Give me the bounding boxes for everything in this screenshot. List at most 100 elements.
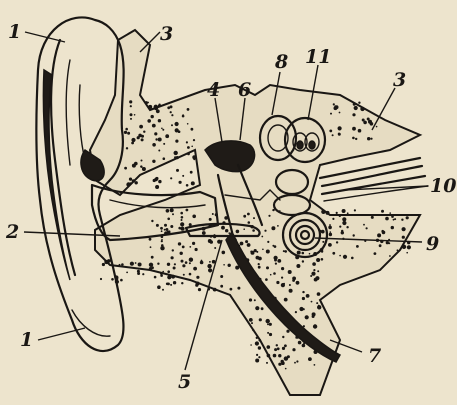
stipple-dot [356, 245, 359, 248]
stipple-dot [317, 292, 321, 296]
stipple-dot [134, 114, 136, 116]
stipple-dot [397, 249, 399, 251]
stipple-dot [189, 258, 193, 262]
temporal-bone [90, 30, 420, 395]
stipple-dot [249, 298, 252, 301]
stipple-dot [289, 284, 291, 286]
stipple-dot [351, 257, 354, 260]
stipple-dot [258, 263, 260, 265]
stipple-dot [278, 354, 281, 357]
stipple-dot [366, 227, 368, 229]
stipple-dot [338, 133, 341, 136]
label-earlobe: 1 [20, 329, 33, 351]
stipple-dot [164, 229, 166, 231]
stipple-dot [142, 167, 146, 171]
stipple-dot [158, 105, 161, 108]
stipple-dot [196, 276, 199, 279]
stipple-dot [126, 147, 128, 149]
stipple-dot [347, 212, 349, 214]
stipple-dot [311, 301, 313, 303]
stipple-dot [198, 288, 201, 291]
stipple-dot [322, 241, 324, 243]
stipple-dot [316, 302, 318, 304]
stipple-dot [160, 274, 163, 277]
stipple-dot [189, 273, 192, 276]
stipple-dot [362, 119, 365, 122]
stipple-dot [170, 177, 172, 179]
stipple-dot [358, 129, 362, 133]
stipple-dot [292, 348, 295, 351]
stipple-dot [152, 143, 156, 147]
stipple-dot [266, 319, 270, 323]
stipple-dot [163, 143, 165, 145]
stipple-dot [236, 230, 240, 234]
stipple-dot [391, 226, 394, 229]
stipple-dot [299, 307, 303, 311]
stipple-dot [342, 209, 346, 213]
label-cochlea: 9 [426, 233, 439, 255]
stipple-dot [292, 277, 296, 281]
stipple-dot [329, 130, 332, 133]
stipple-dot [209, 261, 211, 263]
stipple-dot [282, 336, 284, 338]
stipple-dot [281, 277, 283, 279]
stipple-dot [245, 240, 248, 243]
stipple-dot [174, 263, 176, 265]
label-ear-canal: 2 [5, 221, 19, 243]
stipple-dot [158, 138, 162, 142]
stipple-dot [254, 299, 256, 301]
stipple-dot [318, 305, 320, 307]
stipple-dot [111, 278, 114, 281]
stipple-dot [339, 112, 341, 114]
stipple-dot [195, 248, 198, 251]
stipple-dot [354, 106, 358, 110]
stipple-dot [258, 346, 261, 349]
stipple-dot [228, 264, 231, 267]
stipple-dot [333, 103, 335, 105]
stipple-dot [312, 312, 316, 316]
stipple-dot [153, 179, 156, 182]
stipple-dot [407, 245, 411, 249]
stipple-dot [150, 246, 152, 248]
stipple-dot [296, 264, 300, 268]
stipple-dot [193, 139, 195, 141]
stipple-dot [148, 105, 152, 109]
stipple-dot [266, 362, 268, 364]
stipple-dot [249, 318, 253, 322]
stipple-dot [402, 236, 405, 239]
stipple-dot [353, 234, 355, 236]
stipple-dot [165, 134, 169, 138]
stipple-dot [321, 258, 324, 261]
stipple-dot [295, 311, 297, 313]
stipple-dot [352, 113, 355, 116]
stipple-dot [284, 250, 287, 253]
stipple-dot [126, 272, 128, 274]
stipple-dot [104, 260, 108, 264]
stipple-dot [276, 281, 279, 284]
stipple-dot [147, 102, 149, 104]
stipple-dot [273, 272, 276, 275]
stipple-dot [302, 252, 305, 255]
stipple-dot [256, 251, 258, 253]
stipple-dot [283, 283, 285, 285]
stipple-dot [172, 276, 174, 278]
stipple-dot [297, 251, 301, 255]
label-malleus: 4 [207, 79, 220, 101]
stipple-dot [161, 230, 163, 232]
stipple-dot [162, 271, 164, 273]
stipple-dot [143, 131, 145, 133]
stipple-dot [174, 156, 176, 158]
stipple-dot [151, 256, 154, 259]
label-temporal-bone-top: 3 [160, 23, 173, 45]
stipple-dot [267, 323, 269, 325]
stipple-dot [341, 230, 343, 232]
stipple-dot [321, 210, 325, 214]
stipple-dot [343, 255, 347, 259]
stipple-dot [180, 212, 183, 215]
stipple-dot [276, 344, 278, 346]
stipple-dot [252, 229, 255, 232]
stipple-dot [130, 182, 132, 184]
stipple-dot [175, 122, 179, 126]
stipple-dot [285, 368, 287, 370]
stipple-dot [335, 105, 339, 109]
